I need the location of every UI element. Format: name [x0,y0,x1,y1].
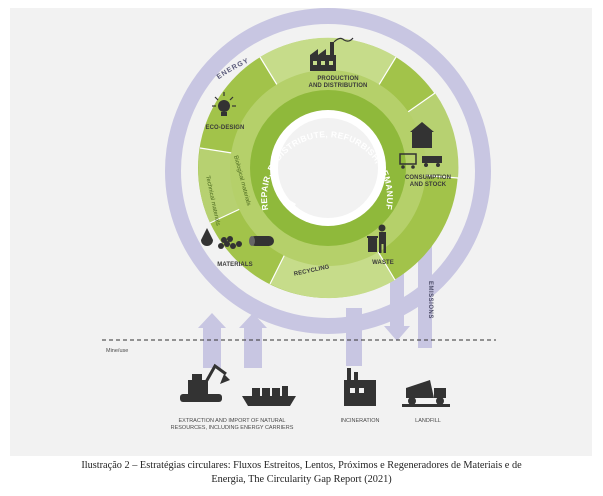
caption-line-2: Energia, The Circularity Gap Report (202… [211,474,392,485]
materials-icon [201,228,274,249]
inner-cycle-arrowhead [286,198,296,212]
factory-icon [310,37,354,71]
inner-core [278,118,378,218]
extraction-label-1: EXTRACTION AND IMPORT OF NATURAL [179,418,286,424]
dump-truck-icon [402,380,450,407]
mine-use-label: Mine/use [106,348,128,354]
extraction-label-2: RESOURCES, INCLUDING ENERGY CARRIERS [171,425,294,431]
inner-cycle-arrow [291,203,367,222]
eco-design-label: ECO-DESIGN [205,125,244,131]
production-label-1: PRODUCTION [317,76,358,82]
production-label-2: AND DISTRIBUTION [309,83,368,89]
excavator-icon [180,363,230,402]
circularity-diagram: REUSE, REPAIR, REDISTRIBUTE, REFURBISH, … [10,8,496,431]
caption-line-1: Ilustração 2 – Estratégias circulares: F… [81,460,522,471]
figure-panel: REUSE, REPAIR, REDISTRIBUTE, REFURBISH, … [10,8,592,456]
waste-icon [367,224,386,253]
ship-icon [242,386,296,406]
consumption-label-1: CONSUMPTION [405,175,451,181]
incineration-icon [344,368,376,406]
consumption-icon [399,122,442,169]
incineration-label: INCINERATION [340,418,379,424]
lightbulb-icon [212,92,236,116]
landfill-label: LANDFILL [415,418,441,424]
energy-ring [165,8,491,334]
emissions-label: EMISSIONS [427,281,433,319]
import-arrow-left [198,313,226,368]
consumption-label-2: AND STOCK [410,182,447,188]
waste-label: WASTE [372,260,394,266]
materials-label: MATERIALS [217,262,252,268]
incineration-flow [346,308,362,366]
figure-caption: Ilustração 2 – Estratégias circulares: F… [10,459,593,487]
landfill-arrow [384,326,410,341]
